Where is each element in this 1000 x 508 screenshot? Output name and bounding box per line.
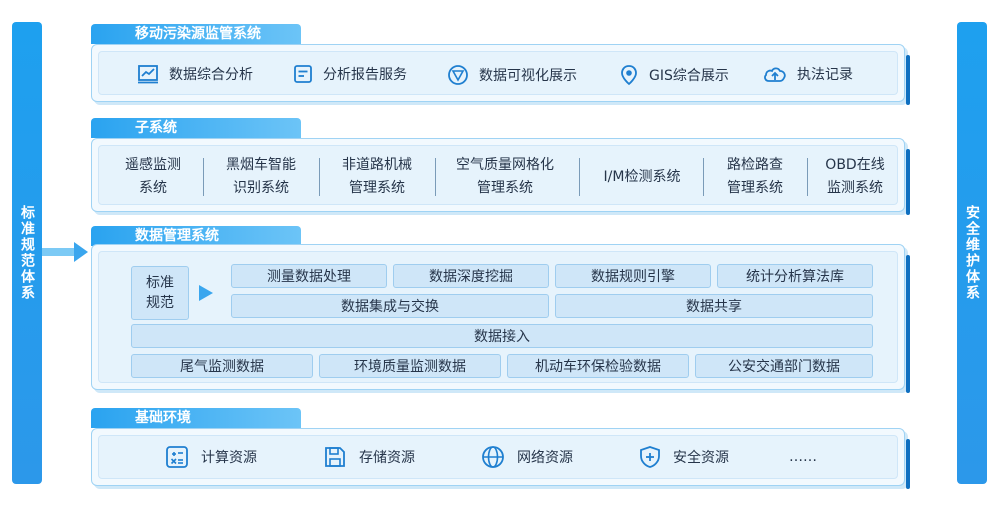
security-maintenance-label: 安全维护体系 xyxy=(964,205,980,301)
box-environment-data[interactable]: 环境质量监测数据 xyxy=(319,354,501,378)
separator xyxy=(703,158,704,196)
subsystem-nonroad-machinery[interactable]: 非道路机械管理系统 xyxy=(327,154,427,200)
subsystem-line2: 识别系统 xyxy=(233,180,289,196)
box-data-integration[interactable]: 数据集成与交换 xyxy=(231,294,549,318)
box-rules-engine[interactable]: 数据规则引擎 xyxy=(555,264,711,288)
calculator-icon xyxy=(166,446,188,468)
app-gis-display-label: GIS综合展示 xyxy=(649,68,729,84)
report-icon xyxy=(294,65,312,83)
resource-network[interactable]: 网络资源 xyxy=(481,436,573,478)
subsystem-line1: 黑烟车智能 xyxy=(226,157,296,173)
subsystem-line1: 路检路查 xyxy=(727,157,783,173)
standard-line1: 标准 xyxy=(146,275,174,291)
box-vehicle-inspection-data[interactable]: 机动车环保检验数据 xyxy=(507,354,689,378)
data-management-panel: 标准 规范 测量数据处理 数据深度挖掘 数据规则引擎 统计分析算法库 数据集成与… xyxy=(91,244,910,393)
resource-security-label: 安全资源 xyxy=(673,450,729,466)
section-title-monitoring: 移动污染源监管系统 xyxy=(91,24,301,44)
data-management-inner: 标准 规范 测量数据处理 数据深度挖掘 数据规则引擎 统计分析算法库 数据集成与… xyxy=(98,251,898,383)
infrastructure-panel: 计算资源 存储资源 网络资源 安全资源 …… xyxy=(91,428,910,489)
visualization-icon xyxy=(448,65,468,85)
monitoring-panel: 数据综合分析 分析报告服务 数据可视化展示 GIS综合展示 执法记录 xyxy=(91,44,910,105)
section-title-data-management: 数据管理系统 xyxy=(91,226,301,246)
box-data-sharing[interactable]: 数据共享 xyxy=(555,294,873,318)
subsystem-line2: 系统 xyxy=(139,180,167,196)
separator xyxy=(807,158,808,196)
app-data-visualization-label: 数据可视化展示 xyxy=(479,68,577,84)
subsystem-line2: 管理系统 xyxy=(477,180,533,196)
resource-compute[interactable]: 计算资源 xyxy=(165,436,257,478)
subsystem-road-inspection[interactable]: 路检路查管理系统 xyxy=(709,154,801,200)
app-report-service[interactable]: 分析报告服务 xyxy=(293,64,407,84)
map-pin-icon xyxy=(621,65,637,86)
globe-icon xyxy=(482,446,504,468)
box-traffic-police-data[interactable]: 公安交通部门数据 xyxy=(695,354,873,378)
app-data-analysis[interactable]: 数据综合分析 xyxy=(137,64,253,84)
separator xyxy=(319,158,320,196)
resource-storage-label: 存储资源 xyxy=(359,450,415,466)
security-maintenance-bar: 安全维护体系 xyxy=(957,22,987,484)
separator xyxy=(203,158,204,196)
box-statistics-library[interactable]: 统计分析算法库 xyxy=(717,264,873,288)
subsystem-line1: OBD在线 xyxy=(825,157,885,173)
standard-arrow xyxy=(199,285,213,301)
subsystems-inner: 遥感监测系统 黑烟车智能识别系统 非道路机械管理系统 空气质量网格化管理系统 I… xyxy=(98,145,898,205)
subsystem-line2: 监测系统 xyxy=(827,180,883,196)
resource-compute-label: 计算资源 xyxy=(201,450,257,466)
resource-network-label: 网络资源 xyxy=(517,450,573,466)
app-data-analysis-label: 数据综合分析 xyxy=(169,67,253,83)
subsystem-line1: 遥感监测 xyxy=(125,157,181,173)
resource-storage[interactable]: 存储资源 xyxy=(323,436,415,478)
subsystems-panel: 遥感监测系统 黑烟车智能识别系统 非道路机械管理系统 空气质量网格化管理系统 I… xyxy=(91,138,910,215)
subsystem-obd-online[interactable]: OBD在线监测系统 xyxy=(813,154,897,200)
subsystem-line1: I/M检测系统 xyxy=(603,168,681,185)
standard-line2: 规范 xyxy=(146,295,174,311)
subsystem-im-inspection[interactable]: I/M检测系统 xyxy=(587,154,697,200)
section-title-infrastructure: 基础环境 xyxy=(91,408,301,428)
app-enforcement-record-label: 执法记录 xyxy=(797,67,853,83)
app-report-service-label: 分析报告服务 xyxy=(323,67,407,83)
ellipsis-text: …… xyxy=(789,449,817,465)
standards-system-label: 标准规范体系 xyxy=(19,205,35,301)
app-data-visualization[interactable]: 数据可视化展示 xyxy=(447,64,577,86)
box-measurement-processing[interactable]: 测量数据处理 xyxy=(231,264,387,288)
cloud-upload-icon xyxy=(764,67,786,82)
monitoring-inner: 数据综合分析 分析报告服务 数据可视化展示 GIS综合展示 执法记录 xyxy=(98,51,898,95)
box-exhaust-data[interactable]: 尾气监测数据 xyxy=(131,354,313,378)
resource-more: …… xyxy=(789,436,817,478)
infrastructure-inner: 计算资源 存储资源 网络资源 安全资源 …… xyxy=(98,435,898,479)
separator xyxy=(579,158,580,196)
subsystem-line2: 管理系统 xyxy=(349,180,405,196)
box-data-access[interactable]: 数据接入 xyxy=(131,324,873,348)
shield-icon xyxy=(640,446,660,468)
subsystem-line2: 管理系统 xyxy=(727,180,783,196)
box-data-mining[interactable]: 数据深度挖掘 xyxy=(393,264,549,288)
standard-spec-box: 标准 规范 xyxy=(131,266,189,320)
separator xyxy=(435,158,436,196)
app-gis-display[interactable]: GIS综合展示 xyxy=(619,64,729,86)
resource-security[interactable]: 安全资源 xyxy=(639,436,729,478)
app-enforcement-record[interactable]: 执法记录 xyxy=(763,64,853,84)
subsystem-remote-sensing[interactable]: 遥感监测系统 xyxy=(111,154,195,200)
save-icon xyxy=(325,447,345,467)
standards-system-bar: 标准规范体系 xyxy=(12,22,42,484)
subsystem-line1: 空气质量网格化 xyxy=(456,157,554,173)
section-title-subsystems: 子系统 xyxy=(91,118,301,138)
subsystem-air-quality-grid[interactable]: 空气质量网格化管理系统 xyxy=(441,154,569,200)
chart-icon xyxy=(138,65,158,84)
subsystem-smoke-vehicle[interactable]: 黑烟车智能识别系统 xyxy=(211,154,311,200)
subsystem-line1: 非道路机械 xyxy=(342,157,412,173)
